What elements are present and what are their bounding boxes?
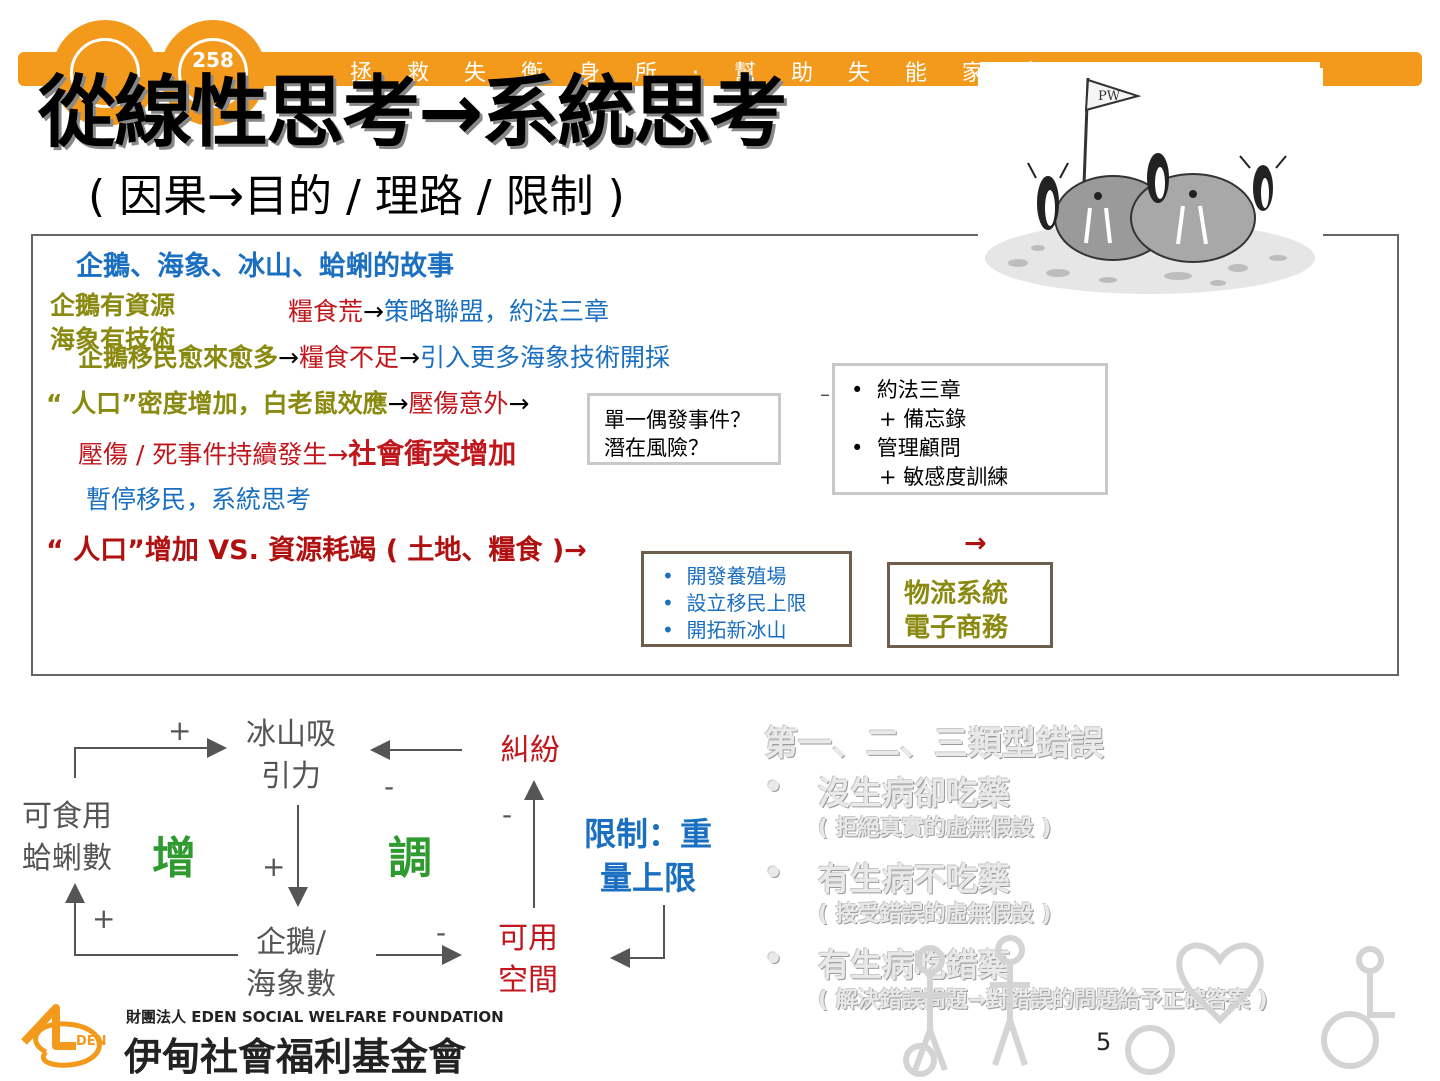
bullet: •	[764, 856, 783, 891]
solution-item: • 開發養殖場	[662, 560, 787, 589]
density-text: “ 人口”密度增加，白老鼠效應	[46, 389, 388, 418]
bullet: •	[764, 942, 783, 977]
logistics-box: 物流系統 電子商務	[887, 562, 1053, 648]
error-type-1-note: ( 拒絕真實的虛無假設 )	[818, 810, 1051, 842]
sign-plus: +	[262, 850, 285, 883]
sign-plus: +	[168, 714, 191, 747]
migration-text: 企鵝移民愈來愈多	[78, 343, 278, 372]
continued-incidents-text: 壓傷 / 死事件持續發生→	[78, 440, 348, 469]
node-edible-clams: 可食用 蛤蜊數	[22, 796, 112, 880]
logo-mark-text: DEN	[76, 1034, 107, 1049]
error-types-heading: 第一、二、三類型錯誤	[764, 716, 1104, 765]
ecommerce-text: 電子商務	[904, 607, 1008, 644]
node-iceberg-attraction: 冰山吸 引力	[246, 714, 336, 798]
node-penguin-walrus-count: 企鵝/ 海象數	[246, 922, 336, 1006]
arrow: →	[399, 343, 420, 372]
arrow: →	[363, 297, 384, 326]
error-type-2: 有生病不吃藥	[818, 854, 1010, 900]
risk-question-line1: 單一偶發事件？	[604, 404, 751, 434]
sign-minus: -	[502, 798, 512, 831]
population-vs-resources-text: “ 人口”增加 VS. 資源耗竭 ( 土地、糧食 )→	[46, 528, 587, 567]
node-available-space: 可用 空間	[498, 918, 558, 1002]
solutions-box: • 開發養殖場 • 設立移民上限 • 開拓新冰山	[641, 551, 852, 647]
bullet: •	[764, 770, 783, 805]
walrus-tech-text: 引入更多海象技術開採	[420, 343, 670, 372]
connector-dash: –	[820, 382, 830, 406]
sign-plus: +	[92, 902, 115, 935]
penguin-resource-text: 企鵝有資源	[50, 286, 175, 322]
measure-item-2-sub: + 敏感度訓練	[879, 461, 1008, 491]
svg-text:PW: PW	[1098, 89, 1121, 104]
sign-minus: -	[436, 916, 446, 949]
error-type-1: 沒生病卻吃藥	[818, 768, 1010, 814]
crush-accident-text: 壓傷意外	[409, 389, 509, 418]
arrow: →	[964, 528, 987, 559]
reinforcing-loop-label: 增	[152, 822, 196, 886]
story-line-2: 企鵝移民愈來愈多→糧食不足→引入更多海象技術開採	[78, 338, 670, 374]
page-number: 5	[1096, 1028, 1111, 1056]
limit-text: 限制：重 量上限	[572, 812, 724, 900]
measure-item-1-sub: + 備忘錄	[879, 403, 966, 433]
measure-item-1: • 約法三章	[851, 374, 961, 404]
org-name-english: 財團法人 EDEN SOCIAL WELFARE FOUNDATION	[126, 1006, 504, 1027]
measure-item-2: • 管理顧問	[851, 432, 961, 462]
story-heading: 企鵝、海象、冰山、蛤蜊的故事	[76, 244, 454, 283]
penguin-walrus-illustration: PW	[978, 68, 1323, 300]
org-name-chinese: 伊甸社會福利基金會	[124, 1026, 466, 1081]
social-conflict-text: 社會衝突增加	[348, 437, 516, 470]
story-line-1: 糧食荒→策略聯盟，約法三章	[288, 292, 609, 328]
food-insufficient-text: 糧食不足	[299, 343, 399, 372]
balancing-loop-label: 調	[388, 822, 432, 886]
alliance-text: 策略聯盟，約法三章	[384, 297, 609, 326]
solution-item: • 開拓新冰山	[662, 614, 787, 643]
arrow: →	[388, 389, 409, 418]
arrow: →	[278, 343, 299, 372]
story-line-4: 壓傷 / 死事件持續發生→社會衝突增加	[78, 432, 516, 472]
people-hearts-decoration	[890, 920, 1430, 1080]
page-subtitle: ( 因果→目的 / 理路 / 限制 )	[88, 160, 625, 224]
sign-minus: -	[384, 770, 394, 803]
page-title: 從線性思考→系統思考	[38, 50, 785, 162]
eden-logo-icon	[16, 1002, 126, 1072]
risk-question-line2: 潛在風險？	[604, 432, 709, 462]
risk-question-box: 單一偶發事件？ 潛在風險？	[587, 393, 781, 465]
solution-item: • 設立移民上限	[662, 587, 807, 616]
node-dispute: 糾紛	[500, 730, 560, 772]
story-line-3: “ 人口”密度增加，白老鼠效應→壓傷意外→	[46, 384, 530, 420]
pause-migration-text: 暫停移民，系統思考	[86, 480, 311, 516]
arrow: →	[509, 389, 530, 418]
logistics-text: 物流系統	[904, 573, 1008, 610]
food-shortage-text: 糧食荒	[288, 297, 363, 326]
measures-box: • 約法三章 + 備忘錄 • 管理顧問 + 敏感度訓練	[832, 363, 1108, 495]
